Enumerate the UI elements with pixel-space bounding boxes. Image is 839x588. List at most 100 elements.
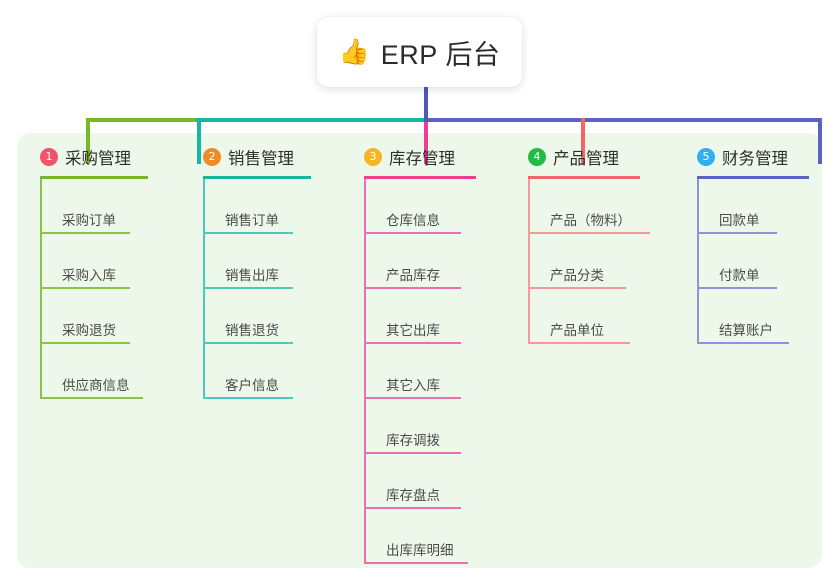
branch-spine-5 — [697, 179, 699, 344]
item-underline — [699, 342, 789, 344]
list-item[interactable]: 库存盘点 — [364, 454, 524, 509]
branch-underline-1 — [40, 176, 148, 179]
list-item[interactable]: 产品库存 — [364, 234, 524, 289]
item-underline — [366, 342, 461, 344]
list-item[interactable]: 产品单位 — [528, 289, 698, 344]
branch-column-finance: 5 财务管理 回款单 付款单 结算账户 — [697, 145, 839, 344]
connector-bar-right — [424, 118, 822, 122]
branch-items-3: 仓库信息 产品库存 其它出库 其它入库 库存调拨 库存盘点 — [364, 179, 524, 564]
list-item[interactable]: 供应商信息 — [40, 344, 200, 399]
branch-spine-2 — [203, 179, 205, 399]
item-label: 客户信息 — [225, 378, 279, 393]
content-panel — [17, 133, 822, 568]
item-underline — [366, 397, 461, 399]
branch-column-inventory: 3 库存管理 仓库信息 产品库存 其它出库 其它入库 库存调拨 — [364, 145, 524, 564]
branch-header-3[interactable]: 3 库存管理 — [364, 145, 524, 169]
branch-stub-2 — [197, 118, 201, 164]
root-node-title: ERP 后台 — [380, 39, 501, 70]
item-underline — [366, 562, 468, 564]
item-underline — [366, 232, 461, 234]
list-item[interactable]: 采购订单 — [40, 179, 200, 234]
list-item[interactable]: 付款单 — [697, 234, 839, 289]
item-underline — [42, 397, 143, 399]
item-label: 付款单 — [719, 268, 760, 283]
branch-title-5: 财务管理 — [722, 150, 788, 168]
item-label: 产品分类 — [550, 268, 604, 283]
list-item[interactable]: 采购入库 — [40, 234, 200, 289]
branch-spine-4 — [528, 179, 530, 344]
item-label: 结算账户 — [719, 323, 773, 338]
item-label: 产品库存 — [386, 268, 440, 283]
list-item[interactable]: 结算账户 — [697, 289, 839, 344]
item-label: 其它入库 — [386, 378, 440, 393]
list-item[interactable]: 销售退货 — [203, 289, 361, 344]
item-underline — [530, 232, 650, 234]
item-label: 库存调拨 — [386, 433, 440, 448]
branch-badge-2: 2 — [203, 148, 221, 166]
list-item[interactable]: 出库库明细 — [364, 509, 524, 564]
item-underline — [366, 507, 461, 509]
branch-header-5[interactable]: 5 财务管理 — [697, 145, 839, 169]
branch-spine-3 — [364, 179, 366, 564]
branch-underline-2 — [203, 176, 311, 179]
item-underline — [205, 397, 293, 399]
branch-header-1[interactable]: 1 采购管理 — [40, 145, 200, 169]
branch-badge-4: 4 — [528, 148, 546, 166]
item-underline — [42, 232, 130, 234]
list-item[interactable]: 客户信息 — [203, 344, 361, 399]
branch-badge-1: 1 — [40, 148, 58, 166]
branch-items-4: 产品（物料） 产品分类 产品单位 — [528, 179, 698, 344]
list-item[interactable]: 其它入库 — [364, 344, 524, 399]
branch-underline-4 — [528, 176, 640, 179]
branch-underline-5 — [697, 176, 809, 179]
branch-title-2: 销售管理 — [228, 150, 294, 168]
list-item[interactable]: 产品（物料） — [528, 179, 698, 234]
list-item[interactable]: 销售出库 — [203, 234, 361, 289]
item-label: 采购入库 — [62, 268, 116, 283]
branch-stub-3 — [424, 118, 428, 164]
list-item[interactable]: 采购退货 — [40, 289, 200, 344]
branch-header-2[interactable]: 2 销售管理 — [203, 145, 361, 169]
item-underline — [366, 452, 461, 454]
branch-stub-1 — [86, 118, 90, 164]
branch-items-2: 销售订单 销售出库 销售退货 客户信息 — [203, 179, 361, 399]
root-node-card[interactable]: 👍 ERP 后台 — [317, 17, 522, 87]
connector-bar-middle — [196, 118, 426, 122]
item-underline — [530, 342, 630, 344]
list-item[interactable]: 库存调拨 — [364, 399, 524, 454]
list-item[interactable]: 销售订单 — [203, 179, 361, 234]
branch-column-purchasing: 1 采购管理 采购订单 采购入库 采购退货 供应商信息 — [40, 145, 200, 399]
item-underline — [699, 232, 777, 234]
branch-items-5: 回款单 付款单 结算账户 — [697, 179, 839, 344]
list-item[interactable]: 其它出库 — [364, 289, 524, 344]
item-underline — [205, 342, 293, 344]
list-item[interactable]: 回款单 — [697, 179, 839, 234]
item-label: 销售订单 — [225, 213, 279, 228]
item-underline — [530, 287, 626, 289]
item-underline — [699, 287, 777, 289]
item-label: 产品单位 — [550, 323, 604, 338]
item-label: 销售出库 — [225, 268, 279, 283]
item-label: 采购订单 — [62, 213, 116, 228]
item-underline — [42, 342, 130, 344]
branch-badge-3: 3 — [364, 148, 382, 166]
item-label: 产品（物料） — [550, 213, 631, 228]
connector-bar-left — [86, 118, 198, 122]
list-item[interactable]: 仓库信息 — [364, 179, 524, 234]
branch-header-4[interactable]: 4 产品管理 — [528, 145, 698, 169]
item-label: 仓库信息 — [386, 213, 440, 228]
item-label: 其它出库 — [386, 323, 440, 338]
branch-stub-5 — [818, 118, 822, 164]
branch-column-sales: 2 销售管理 销售订单 销售出库 销售退货 客户信息 — [203, 145, 361, 399]
item-label: 出库库明细 — [386, 543, 454, 558]
item-label: 回款单 — [719, 213, 760, 228]
list-item[interactable]: 产品分类 — [528, 234, 698, 289]
item-underline — [205, 232, 293, 234]
branch-column-product: 4 产品管理 产品（物料） 产品分类 产品单位 — [528, 145, 698, 344]
item-label: 采购退货 — [62, 323, 116, 338]
item-underline — [42, 287, 130, 289]
branch-badge-5: 5 — [697, 148, 715, 166]
branch-underline-3 — [364, 176, 476, 179]
branch-spine-1 — [40, 179, 42, 399]
